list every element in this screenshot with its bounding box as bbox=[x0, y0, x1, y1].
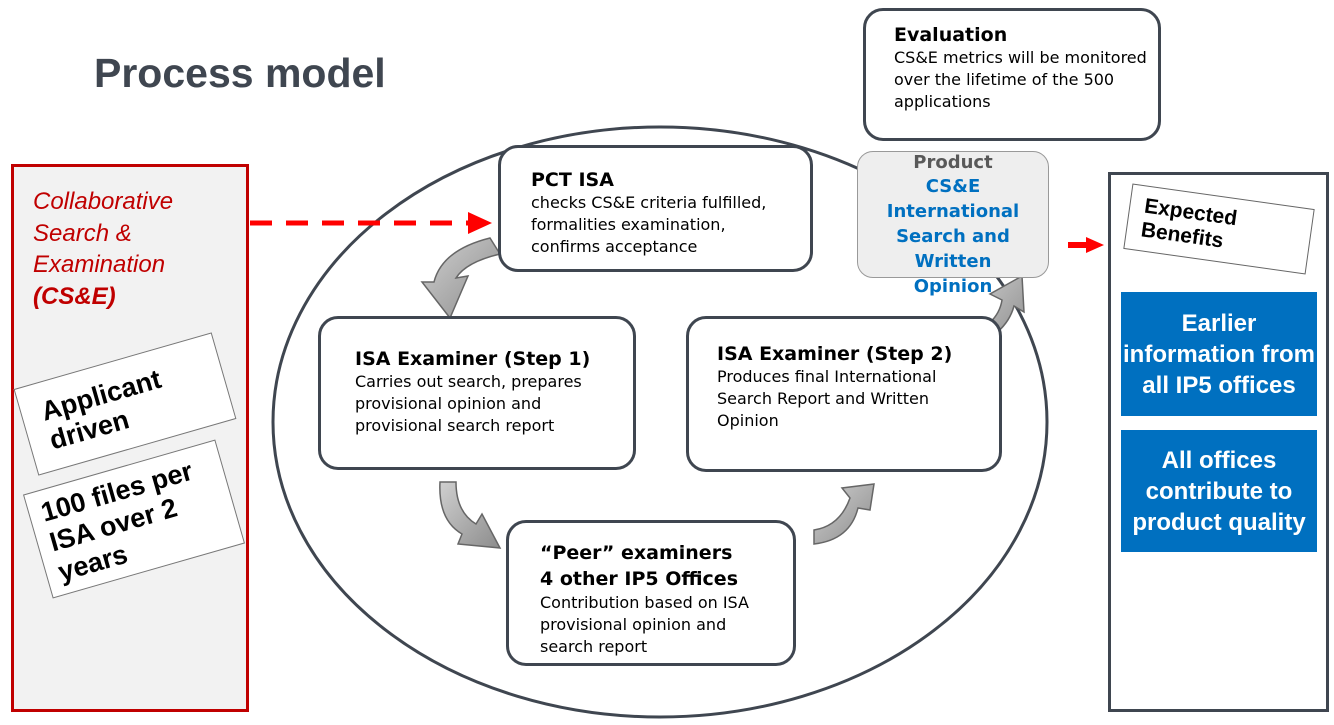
curved-arrow-peer-to-isa2 bbox=[813, 483, 875, 545]
benefit-1-text: Earlier information from all IP5 offices bbox=[1123, 309, 1315, 399]
process-cycle-ellipse bbox=[271, 125, 1049, 719]
evaluation-box: Evaluation CS&E metrics will be monitore… bbox=[863, 8, 1161, 141]
product-name: CS&E International Search and Written Op… bbox=[886, 176, 1020, 297]
pct-isa-box: PCT ISA checks CS&E criteria fulfilled, … bbox=[498, 145, 813, 272]
pct-isa-heading: PCT ISA bbox=[531, 169, 614, 191]
isa-examiner-step2-box: ISA Examiner (Step 2) Produces final Int… bbox=[686, 316, 1002, 472]
peer-heading: “Peer” examiners bbox=[540, 542, 733, 564]
cse-label-line3: Examination bbox=[33, 251, 166, 278]
isa-step2-description: Produces final International Search Repo… bbox=[717, 367, 937, 430]
benefit-product-quality: All offices contribute to product qualit… bbox=[1121, 430, 1317, 552]
benefit-earlier-information: Earlier information from all IP5 offices bbox=[1121, 292, 1317, 416]
cse-abbreviation: (CS&E) bbox=[33, 282, 116, 310]
pct-isa-description: checks CS&E criteria fulfilled, formalit… bbox=[531, 193, 767, 256]
curved-arrow-pct-to-isa1 bbox=[420, 237, 502, 320]
isa-step1-description: Carries out search, prepares provisional… bbox=[355, 372, 582, 435]
dashed-arrow-head bbox=[468, 212, 492, 234]
isa-step2-heading: ISA Examiner (Step 2) bbox=[717, 343, 953, 365]
page-title: Process model bbox=[94, 50, 386, 96]
evaluation-heading: Evaluation bbox=[894, 24, 1008, 46]
cse-label-line2: Search & bbox=[33, 219, 132, 247]
product-label: Product bbox=[913, 152, 993, 173]
peer-subheading: 4 other IP5 Offices bbox=[540, 568, 738, 590]
benefit-arrow-head bbox=[1086, 237, 1104, 253]
peer-examiners-box: “Peer” examiners 4 other IP5 Offices Con… bbox=[506, 520, 796, 666]
benefit-2-text: All offices contribute to product qualit… bbox=[1132, 446, 1306, 536]
product-box: Product CS&E International Search and Wr… bbox=[857, 151, 1049, 297]
expected-benefits-text: Expected Benefits bbox=[1139, 194, 1239, 253]
cse-label: Collaborative Search & Examination (CS&E… bbox=[33, 186, 243, 312]
curved-arrow-isa1-to-peer bbox=[439, 481, 502, 549]
isa-step1-heading: ISA Examiner (Step 1) bbox=[355, 348, 591, 370]
peer-description: Contribution based on ISA provisional op… bbox=[540, 593, 749, 656]
cse-label-line1: Collaborative bbox=[33, 188, 174, 215]
evaluation-description: CS&E metrics will be monitored over the … bbox=[894, 48, 1147, 111]
isa-examiner-step1-box: ISA Examiner (Step 1) Carries out search… bbox=[318, 316, 636, 470]
